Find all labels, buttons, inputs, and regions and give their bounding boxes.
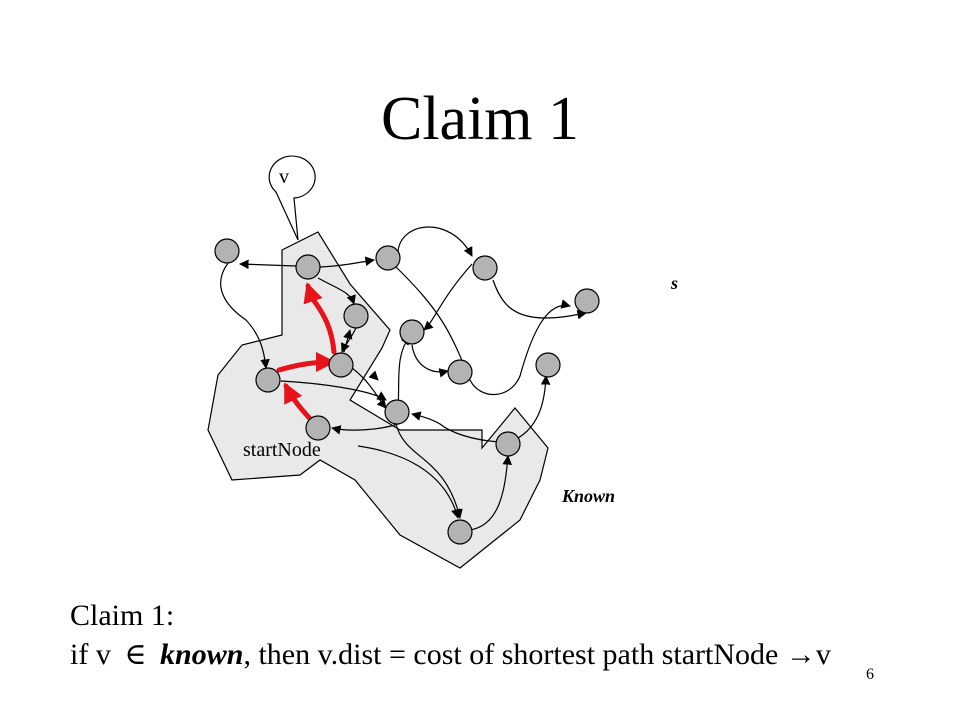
graph-nodes (214, 238, 600, 545)
claim-end: v (815, 638, 831, 671)
graph-node (495, 431, 521, 457)
arrow-icon: → (785, 638, 816, 671)
claim-heading: Claim 1: (70, 599, 175, 632)
graph-node (447, 519, 473, 545)
graph-node (399, 319, 425, 345)
graph-node (384, 399, 410, 425)
claim-text: Claim 1: if v ∈ known, then v.dist = cos… (70, 596, 831, 674)
graph-node-v (295, 254, 321, 280)
element-of-symbol: ∈ (124, 638, 147, 671)
claim-middle: , then v.dist = cost of shortest path st… (243, 638, 779, 671)
known-region (207, 231, 549, 569)
known-region-label: Known (561, 486, 615, 506)
graph-node (375, 245, 401, 271)
v-callout (268, 155, 316, 241)
claim-statement: if v ∈ known, then v.dist = cost of shor… (70, 635, 831, 674)
slide-title: Claim 1 (380, 85, 580, 153)
graph-node (535, 352, 561, 378)
v-callout-label: v (279, 166, 289, 188)
graph-node (255, 367, 281, 393)
graph-node (343, 303, 369, 329)
claim-prefix: if v (70, 638, 111, 671)
graph-node (328, 352, 354, 378)
graph-node (574, 288, 600, 314)
slide-number: 6 (866, 666, 874, 683)
start-node-label: startNode (243, 439, 321, 461)
graph-node (447, 359, 473, 385)
set-s-label: s (670, 273, 678, 293)
graph-node (472, 255, 498, 281)
graph-node-start (305, 415, 331, 441)
graph-node (214, 238, 240, 264)
claim-known-word: known (160, 638, 244, 671)
